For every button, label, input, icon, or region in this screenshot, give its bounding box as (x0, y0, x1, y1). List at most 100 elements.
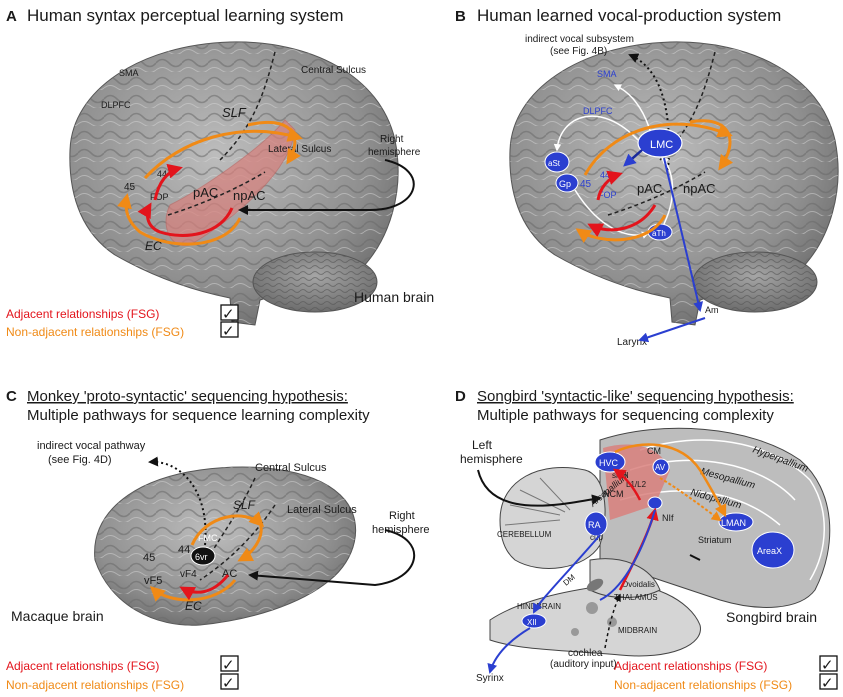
right-hemisphere-arrow-c (248, 529, 416, 587)
label-gp: Gp (559, 179, 571, 189)
panel-c-title-2: Multiple pathways for sequence learning … (27, 407, 370, 424)
label-central-sulcus-a: Central Sulcus (301, 65, 366, 76)
legend-nonadjacent-d: Non-adjacent relationships (FSG) (614, 678, 792, 692)
orange-arrow-d-1 (614, 443, 727, 518)
orange-arrow-ec-b (575, 214, 667, 243)
label-vf5: vF5 (144, 575, 162, 587)
red-arrow-ec-a (137, 202, 234, 237)
legend-nonadjacent-c: Non-adjacent relationships (FSG) (6, 678, 184, 692)
checkbox-adjacent-a (220, 304, 239, 321)
red-arrow-c (179, 574, 230, 601)
panel-d-title-2: Multiple pathways for sequencing complex… (477, 407, 774, 424)
human-brain-left (69, 41, 399, 326)
human-brain-right (509, 41, 839, 326)
blue-arrow-44 (623, 149, 643, 167)
label-lateral-sulcus-a: Lateral Sulcus (268, 144, 331, 155)
central-sulcus-line (219, 51, 276, 161)
auditory-cortex-overlay (165, 119, 296, 247)
orange-return-b (689, 119, 734, 171)
label-lmc: LMC (650, 139, 673, 151)
xii-node (521, 613, 547, 629)
label-macaque-brain: Macaque brain (11, 608, 104, 624)
nif-node (647, 496, 663, 510)
red-arrow-fop-a (153, 163, 183, 201)
label-45-a: 45 (124, 182, 136, 193)
auditory-input-arrow (604, 593, 621, 649)
label-fop-b: FOP (598, 190, 617, 200)
label-ath: aTh (652, 229, 666, 238)
checkbox-adjacent-c (220, 655, 239, 672)
label-right-c-2: hemisphere (372, 524, 429, 536)
legend-nonadjacent-a: Non-adjacent relationships (FSG) (6, 325, 184, 339)
label-lman: LMAN (721, 518, 746, 528)
ast-node (544, 151, 570, 173)
label-indirect-c-1: indirect vocal pathway (37, 440, 146, 452)
checkbox-nonadjacent-a (220, 321, 239, 338)
panel-d-title-1: Songbird 'syntactic-like' sequencing hyp… (477, 388, 794, 405)
checkbox-adjacent-d (819, 655, 838, 672)
checkmark-nonadjacent-c: ✓ (222, 675, 235, 692)
label-human-brain: Human brain (354, 289, 434, 305)
indirect-dotted-arrow-c (148, 456, 207, 546)
6vr-node (190, 546, 216, 566)
label-am: Am (705, 305, 719, 315)
red-arrow-b (596, 170, 623, 201)
label-fop-a: FOP (150, 192, 169, 202)
label-nif: NIf (662, 513, 674, 523)
label-syrinx: Syrinx (476, 673, 504, 684)
label-thalamus: THALAMUS (614, 593, 658, 602)
legend-adjacent-c: Adjacent relationships (FSG) (6, 659, 159, 673)
orange-arrow-c-top (190, 511, 265, 546)
lman-node (718, 512, 754, 532)
label-indirect-c-2: (see Fig. 4D) (48, 454, 112, 466)
panel-c: C Monkey 'proto-syntactic' sequencing hy… (6, 388, 429, 692)
label-right-a-1: Right (380, 134, 404, 145)
checkmark-nonadjacent-d: ✓ (821, 675, 834, 692)
label-fmc: FMC (198, 533, 218, 543)
white-arrow-sma (613, 84, 651, 131)
label-larynx: Larynx (617, 337, 647, 348)
label-ra: RA (588, 520, 601, 530)
label-pac-b: pAC (637, 181, 662, 196)
hvc-node (594, 451, 626, 473)
label-hvc: HVC (599, 458, 619, 468)
panel-b-letter: B (455, 8, 466, 25)
areax-node (751, 531, 795, 569)
blue-arrow-larynx (638, 317, 706, 343)
label-areax: AreaX (757, 546, 782, 556)
label-xii: XII (527, 618, 537, 627)
white-arrow-dlpfc (553, 115, 639, 152)
blue-arrow-am (663, 157, 704, 312)
panel-d: D Songbird 'syntactic-like' sequencing h… (455, 388, 838, 692)
label-cochlea-1: cochlea (568, 648, 603, 659)
lateral-sulcus-line (167, 171, 266, 216)
orange-arrow-b (583, 122, 733, 176)
label-striatum: Striatum (698, 535, 732, 545)
label-cerebellum: CEREBELLUM (497, 530, 552, 539)
panel-b-title: Human learned vocal-production system (477, 6, 781, 25)
left-hemisphere-arrow (477, 469, 602, 507)
slf-orange-arrow-a (143, 127, 303, 180)
red-arrow-ec-b (587, 204, 657, 238)
lmc-node (637, 128, 683, 158)
red-arrow-d-1 (612, 468, 642, 501)
panel-b: B Human learned vocal-production system … (455, 6, 839, 348)
label-npac-a: npAC (233, 188, 266, 203)
label-av: AV (655, 463, 666, 472)
right-hemisphere-arrow-a (238, 159, 415, 215)
label-cm: CM (647, 446, 661, 456)
legend-adjacent-d: Adjacent relationships (FSG) (614, 659, 767, 673)
gp-node (555, 173, 579, 193)
checkmark-adjacent-c: ✓ (222, 657, 235, 674)
label-pac-a: pAC (193, 185, 218, 200)
panel-a-title: Human syntax perceptual learning system (27, 6, 344, 25)
label-ast: aSt (548, 159, 561, 168)
label-sma-a: SMA (119, 68, 139, 78)
checkmark-adjacent-d: ✓ (821, 657, 834, 674)
checkmark-nonadjacent-a: ✓ (222, 323, 235, 340)
checkmark-adjacent-a: ✓ (222, 306, 235, 323)
label-44-b: 44 (600, 170, 610, 180)
label-npac-b: npAC (683, 181, 716, 196)
label-right-c-1: Right (389, 510, 415, 522)
label-44-c: 44 (178, 544, 190, 556)
